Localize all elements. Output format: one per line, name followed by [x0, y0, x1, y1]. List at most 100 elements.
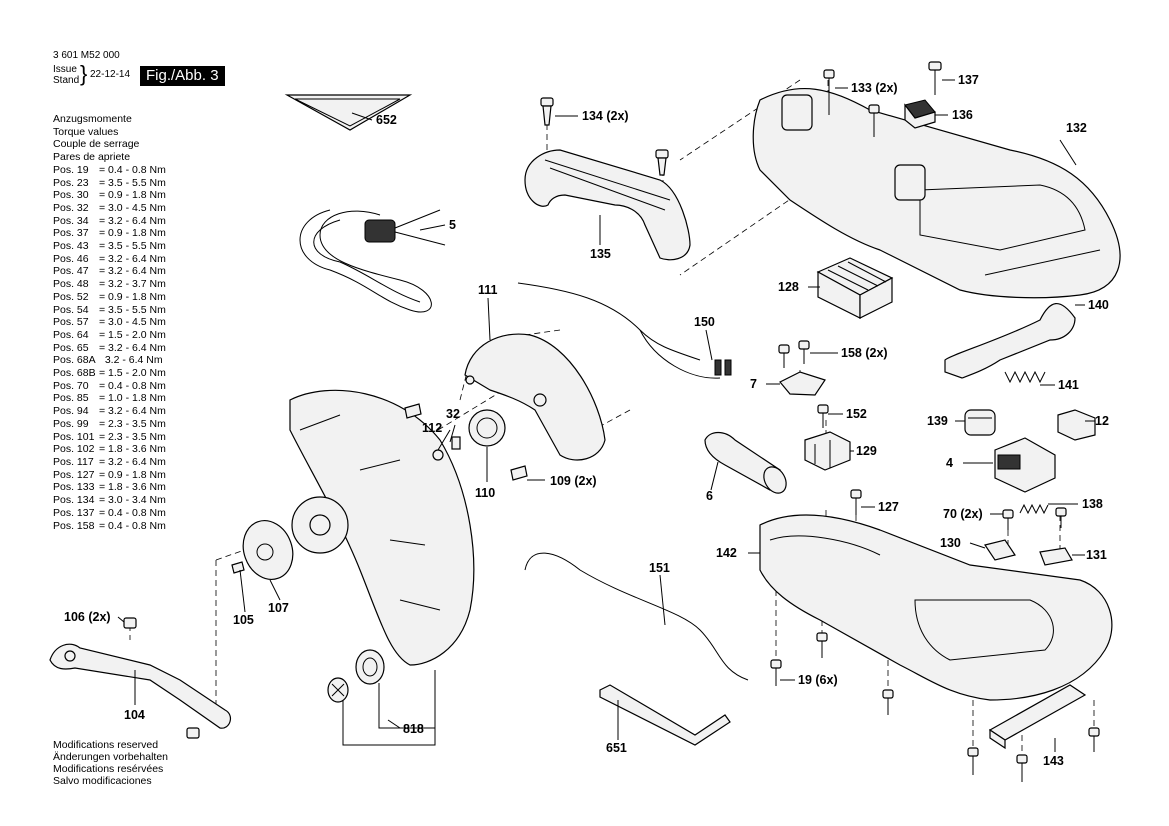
torque-row: Pos. 158= 0.4 - 0.8 Nm	[53, 520, 166, 533]
callout-129: 129	[856, 444, 877, 458]
callout-105: 105	[233, 613, 254, 627]
torque-pos: Pos. 46	[53, 252, 89, 265]
part-127-screw	[850, 489, 862, 515]
callout-112: 112	[422, 421, 442, 435]
issue-date: 22-12-14	[90, 69, 131, 80]
torque-row: Pos. 43= 3.5 - 5.5 Nm	[53, 240, 166, 253]
torque-pos: Pos. 134	[53, 494, 95, 507]
part-70-screws	[1002, 507, 1067, 530]
torque-pos: Pos. 52	[53, 290, 89, 303]
torque-value: = 3.0 - 4.5 Nm	[99, 316, 166, 329]
part-133-screws	[823, 69, 880, 137]
callout-130: 130	[940, 536, 961, 550]
torque-value: = 2.3 - 3.5 Nm	[99, 430, 166, 443]
torque-pos: Pos. 57	[53, 316, 89, 329]
callout-652: 652	[376, 113, 397, 127]
part-12-cap	[1057, 409, 1096, 441]
torque-pos: Pos. 117	[53, 455, 94, 468]
callout-140: 140	[1088, 298, 1109, 312]
torque-row: Pos. 70 = 0.4 - 0.8 Nm	[53, 380, 166, 393]
torque-row: Pos. 117= 3.2 - 6.4 Nm	[53, 456, 166, 469]
callout-134: 134 (2x)	[582, 109, 629, 123]
part-142-base-housing	[759, 514, 1113, 701]
torque-value: = 3.2 - 6.4 Nm	[99, 405, 166, 418]
callout-127: 127	[878, 500, 899, 514]
torque-title-es: Pares de apriete	[53, 151, 131, 164]
callout-135: 135	[590, 247, 611, 261]
callout-651: 651	[606, 741, 627, 755]
torque-pos: Pos. 48	[53, 278, 89, 291]
callout-32: 32	[446, 407, 460, 421]
callout-70: 70 (2x)	[943, 507, 983, 521]
torque-row: Pos. 68A 3.2 - 6.4 Nm	[53, 354, 166, 367]
modifications-es: Salvo modificaciones	[53, 775, 152, 787]
callout-132: 132	[1066, 121, 1087, 135]
modifications-en: Modifications reserved	[53, 739, 159, 751]
part-5-power-cord	[299, 209, 446, 313]
part-number: 3 601 M52 000	[53, 50, 120, 61]
modifications-note: Modifications reserved Änderungen vorbeh…	[53, 739, 168, 787]
torque-row: Pos. 133= 1.8 - 3.6 Nm	[53, 481, 166, 494]
torque-row: Pos. 23= 3.5 - 5.5 Nm	[53, 177, 166, 190]
callout-133: 133 (2x)	[851, 81, 898, 95]
part-7-cam	[779, 371, 826, 396]
torque-row: Pos. 127= 0.9 - 1.8 Nm	[53, 469, 166, 482]
torque-row: Pos. 52 = 0.9 - 1.8 Nm	[53, 291, 166, 304]
part-130-latch	[984, 539, 1016, 561]
torque-pos: Pos. 70	[53, 379, 89, 392]
part-109-screws	[404, 403, 528, 481]
torque-row: Pos. 48 = 3.2 - 3.7 Nm	[53, 278, 166, 291]
torque-row: Pos. 134 = 3.0 - 3.4 Nm	[53, 494, 166, 507]
part-134-screw	[540, 97, 554, 126]
callout-136: 136	[952, 108, 973, 122]
torque-row: Pos. 64= 1.5 - 2.0 Nm	[53, 329, 166, 342]
callout-138: 138	[1082, 497, 1103, 511]
torque-pos: Pos. 32	[53, 201, 89, 214]
torque-row: Pos. 46= 3.2 - 6.4 Nm	[53, 253, 166, 266]
torque-pos: Pos. 19	[53, 163, 89, 176]
torque-value: = 0.9 - 1.8 Nm	[99, 189, 166, 202]
torque-value: = 3.2 - 6.4 Nm	[99, 341, 166, 354]
part-112-bushing	[432, 436, 461, 461]
torque-value: = 1.8 - 3.6 Nm	[99, 443, 166, 456]
callout-6: 6	[706, 489, 713, 503]
callout-137: 137	[958, 73, 979, 87]
torque-value: = 0.9 - 1.8 Nm	[99, 290, 166, 303]
part-151-wire	[524, 552, 749, 681]
torque-value: = 3.2 - 3.7 Nm	[99, 278, 166, 291]
callout-139: 139	[927, 414, 948, 428]
part-136-switch-button	[904, 99, 936, 129]
part-158-screws	[778, 340, 810, 368]
torque-row: Pos. 47= 3.2 - 6.4 Nm	[53, 265, 166, 278]
torque-value: = 0.4 - 0.8 Nm	[99, 379, 166, 392]
torque-row: Pos. 19 = 0.4 - 0.8 Nm	[53, 164, 166, 177]
callout-818: 818	[403, 722, 424, 736]
modifications-fr: Modifications resérvées	[53, 763, 164, 775]
callout-141: 141	[1058, 378, 1079, 392]
torque-value: = 0.4 - 0.8 Nm	[99, 163, 166, 176]
torque-pos: Pos. 137	[53, 506, 95, 519]
torque-title-en: Torque values	[53, 125, 119, 138]
torque-row: Pos. 37= 0.9 - 1.8 Nm	[53, 227, 166, 240]
part-141-spring	[1004, 370, 1046, 384]
part-131-latch	[1039, 547, 1073, 566]
torque-row: Pos. 99= 2.3 - 3.5 Nm	[53, 418, 166, 431]
torque-value: = 3.2 - 6.4 Nm	[99, 214, 166, 227]
part-652-label-plate	[284, 94, 413, 131]
part-143-foot	[988, 684, 1087, 750]
part-150-cable	[517, 282, 732, 379]
issue-label: Issue	[53, 64, 77, 75]
part-140-lock-lever	[944, 303, 1076, 379]
torque-value: = 1.0 - 1.8 Nm	[99, 392, 166, 405]
torque-value: = 3.0 - 3.4 Nm	[99, 494, 166, 507]
part-4-switch	[994, 437, 1056, 493]
issue-brace: }	[80, 61, 88, 86]
callout-131: 131	[1086, 548, 1107, 562]
callout-152: 152	[846, 407, 867, 421]
torque-pos: Pos. 30	[53, 189, 89, 202]
torque-pos: Pos. 68A	[53, 354, 96, 367]
callout-158: 158 (2x)	[841, 346, 888, 360]
callout-leaders	[117, 79, 1095, 752]
torque-pos: Pos. 102	[53, 443, 95, 456]
callout-142: 142	[716, 546, 737, 560]
